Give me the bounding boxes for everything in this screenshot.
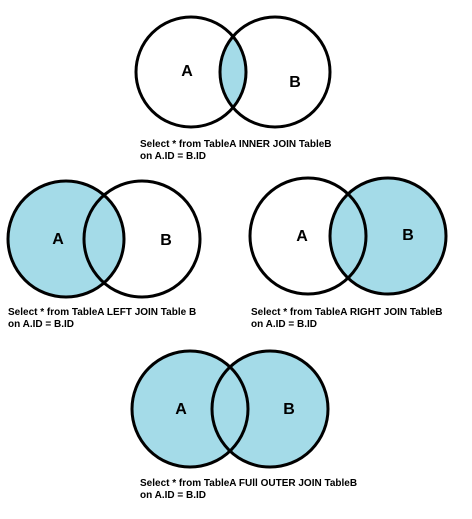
- query-line-2: on A.ID = B.ID: [251, 319, 318, 330]
- circle-b-outline: [328, 176, 448, 296]
- query-line-1: Select * from TableA FUll OUTER JOIN Tab…: [140, 478, 358, 489]
- venn-inner-join: A B: [134, 15, 332, 129]
- circle-a-outline: [130, 349, 250, 469]
- query-line-1: Select * from TableA RIGHT JOIN TableB: [251, 307, 443, 318]
- circle-b-fill: [220, 17, 330, 127]
- circle-a-fill: [8, 181, 124, 297]
- set-label-b: B: [402, 227, 414, 244]
- venn-right-join: A B: [248, 176, 448, 296]
- caption-full-outer-join: Select * from TableA FUll OUTER JOIN Tab…: [140, 478, 357, 502]
- query-line-1: Select * from TableA INNER JOIN TableB: [140, 139, 332, 150]
- circle-a-outline: [134, 15, 248, 129]
- query-line-2: on A.ID = B.ID: [8, 319, 75, 330]
- circle-a-fill: [136, 17, 246, 127]
- venn-left-join: A B: [6, 179, 202, 299]
- caption-inner-join: Select * from TableA INNER JOIN TableB o…: [140, 139, 332, 163]
- set-label-b: B: [160, 232, 172, 249]
- circle-b-outline: [210, 349, 330, 469]
- set-label-a: A: [52, 231, 64, 248]
- set-label-a: A: [181, 63, 193, 80]
- caption-left-join: Select * from TableA LEFT JOIN Table B o…: [8, 307, 196, 331]
- set-label-b: B: [283, 401, 295, 418]
- set-label-a: A: [296, 228, 308, 245]
- venn-full-outer-join: A B: [130, 349, 330, 469]
- set-label-b: B: [289, 74, 301, 91]
- caption-right-join: Select * from TableA RIGHT JOIN TableB o…: [251, 307, 443, 331]
- circle-a-outline: [248, 176, 368, 296]
- circle-b-outline: [82, 179, 202, 299]
- query-line-2: on A.ID = B.ID: [140, 490, 207, 501]
- set-label-a: A: [175, 401, 187, 418]
- query-line-1: Select * from TableA LEFT JOIN Table B: [8, 307, 197, 318]
- circle-a-outline: [6, 179, 126, 299]
- query-line-2: on A.ID = B.ID: [140, 151, 207, 162]
- circle-b-outline: [218, 15, 332, 129]
